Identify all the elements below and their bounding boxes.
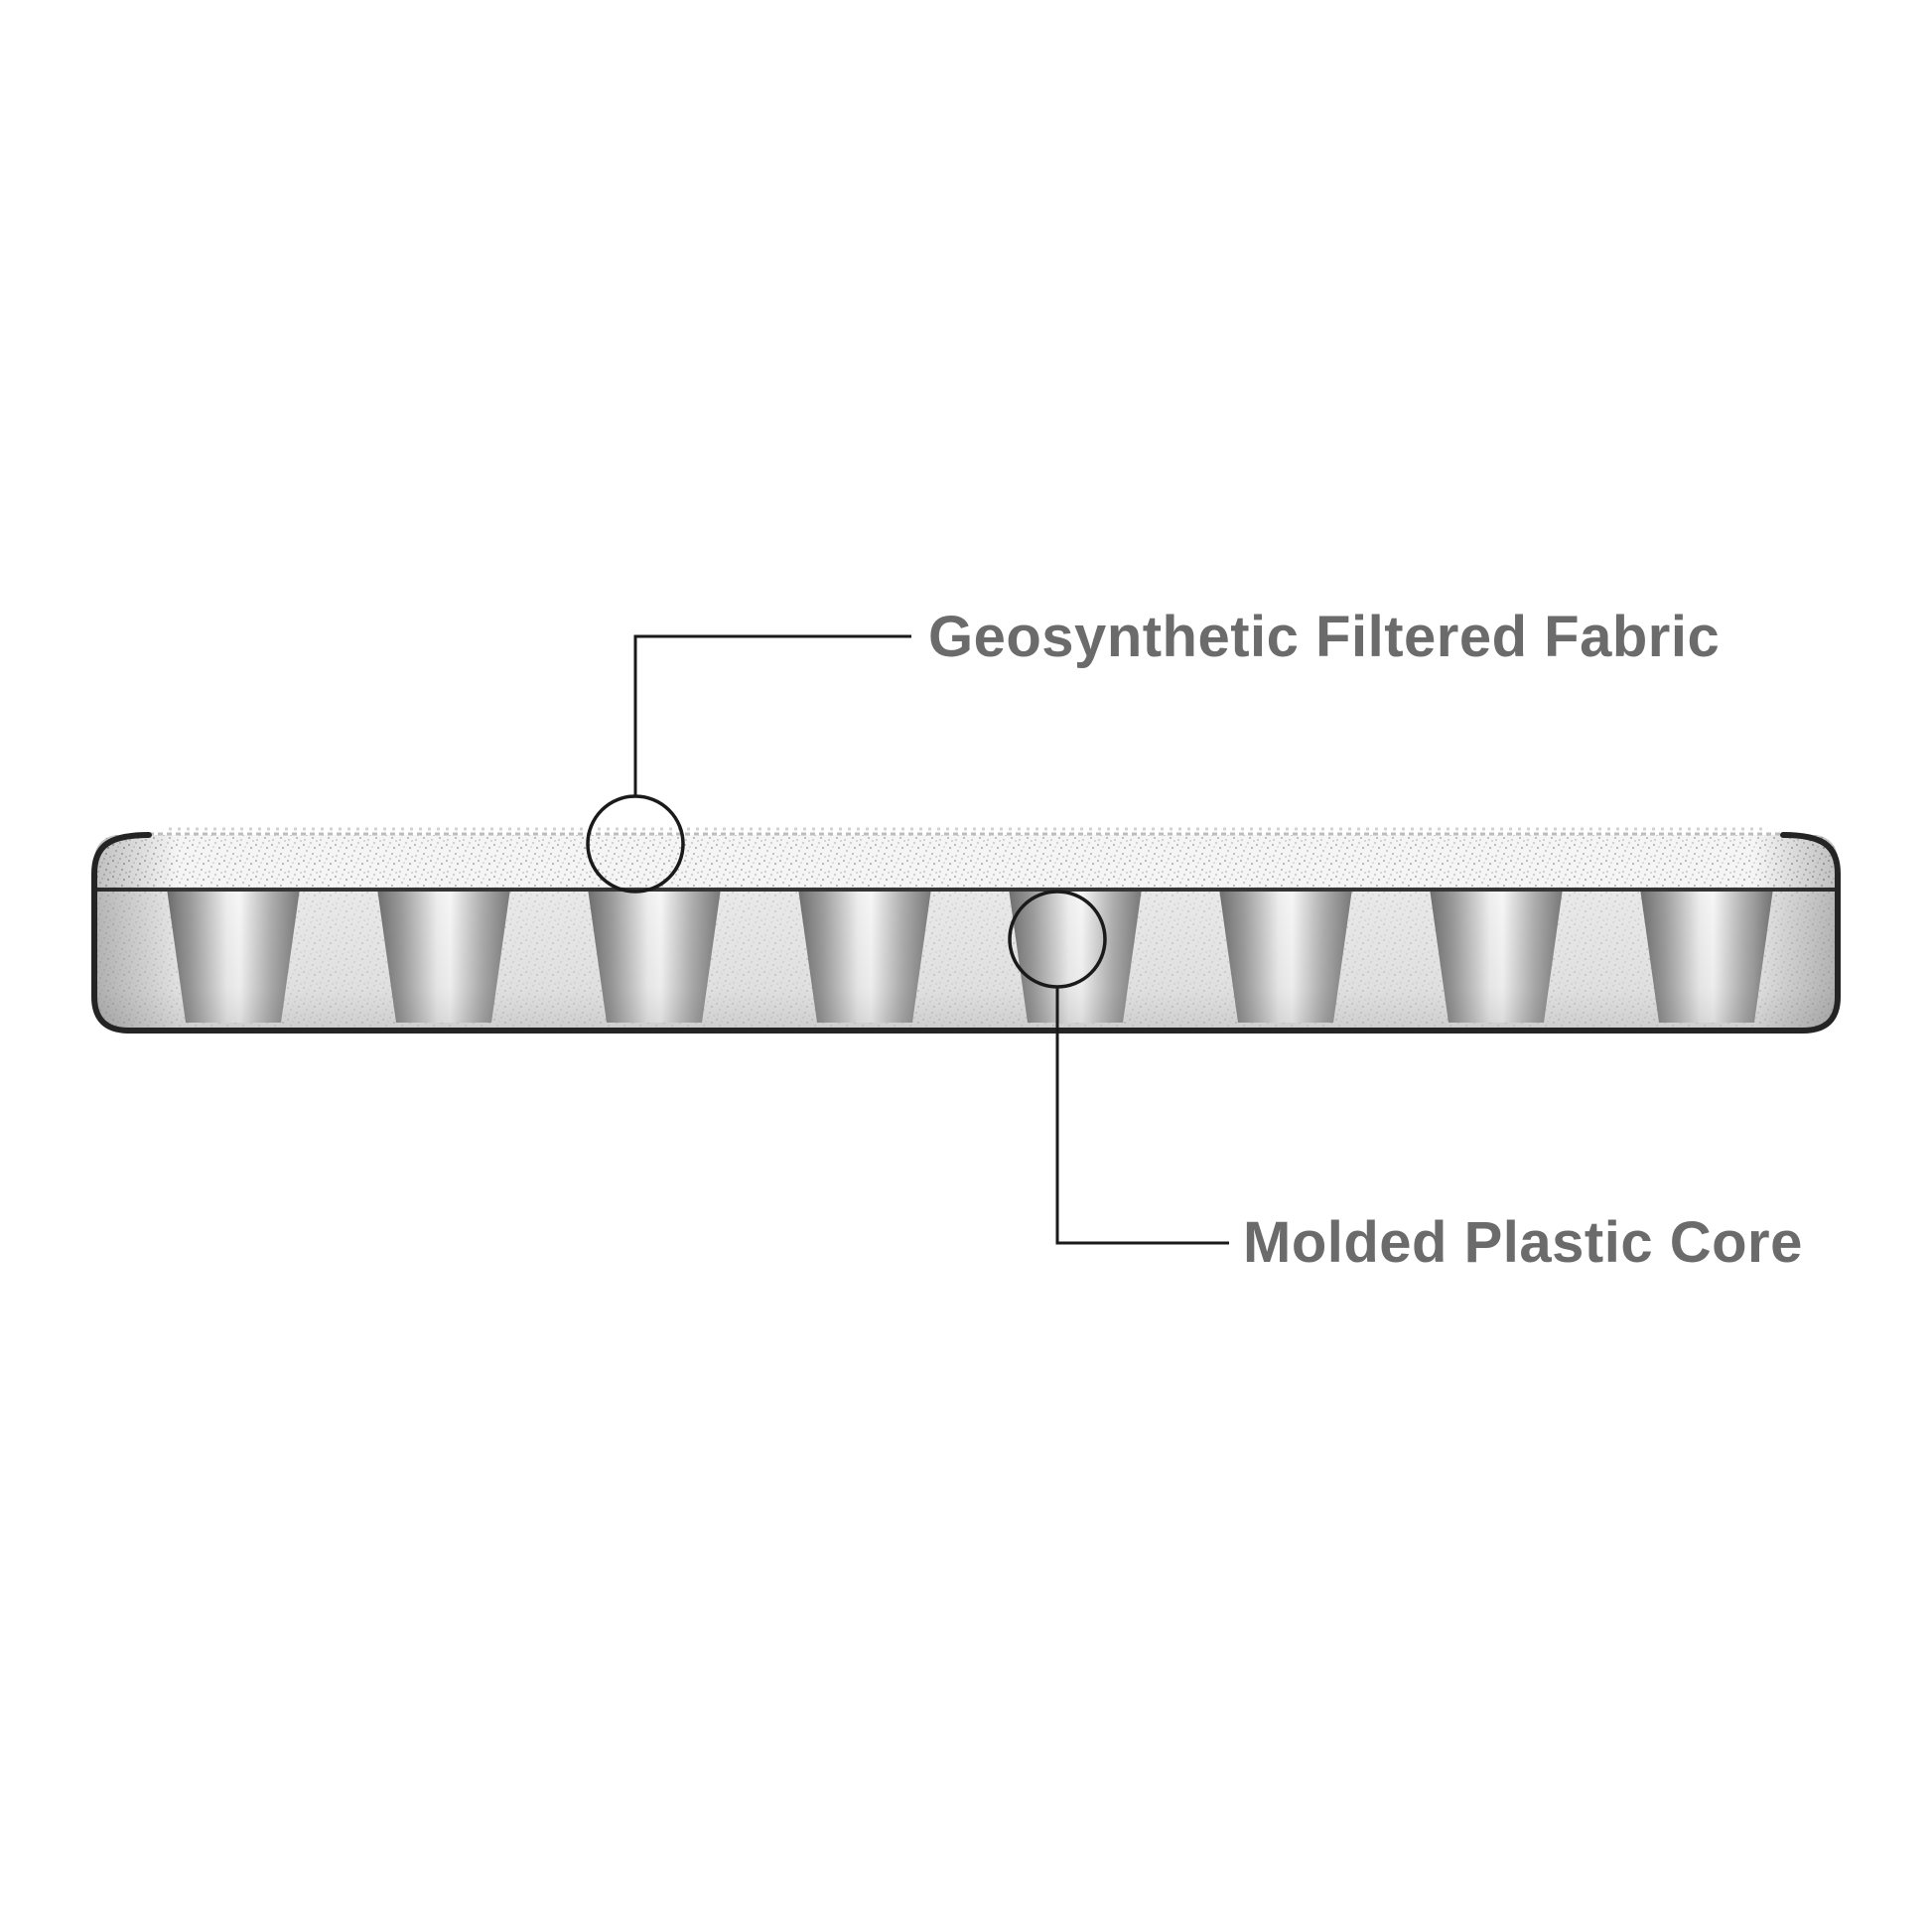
bottom-shadow bbox=[94, 889, 1838, 1031]
product-body bbox=[94, 835, 1838, 1031]
label-molded-plastic-core: Molded Plastic Core bbox=[1243, 1210, 1803, 1275]
callout-circle-core bbox=[1008, 890, 1107, 989]
callout-core bbox=[1008, 890, 1229, 1245]
end-shadow-left bbox=[94, 835, 179, 1031]
product-outline bbox=[91, 832, 1841, 1034]
end-shadow-right bbox=[1753, 835, 1838, 1031]
fabric-texture bbox=[94, 835, 1838, 887]
callout-line-fabric bbox=[633, 634, 911, 796]
callout-circle-fabric bbox=[586, 794, 685, 894]
fabric-layer bbox=[94, 835, 1838, 887]
callout-fabric bbox=[586, 634, 911, 894]
callout-line-core bbox=[1055, 987, 1229, 1245]
label-geosynthetic-fabric: Geosynthetic Filtered Fabric bbox=[928, 605, 1721, 669]
